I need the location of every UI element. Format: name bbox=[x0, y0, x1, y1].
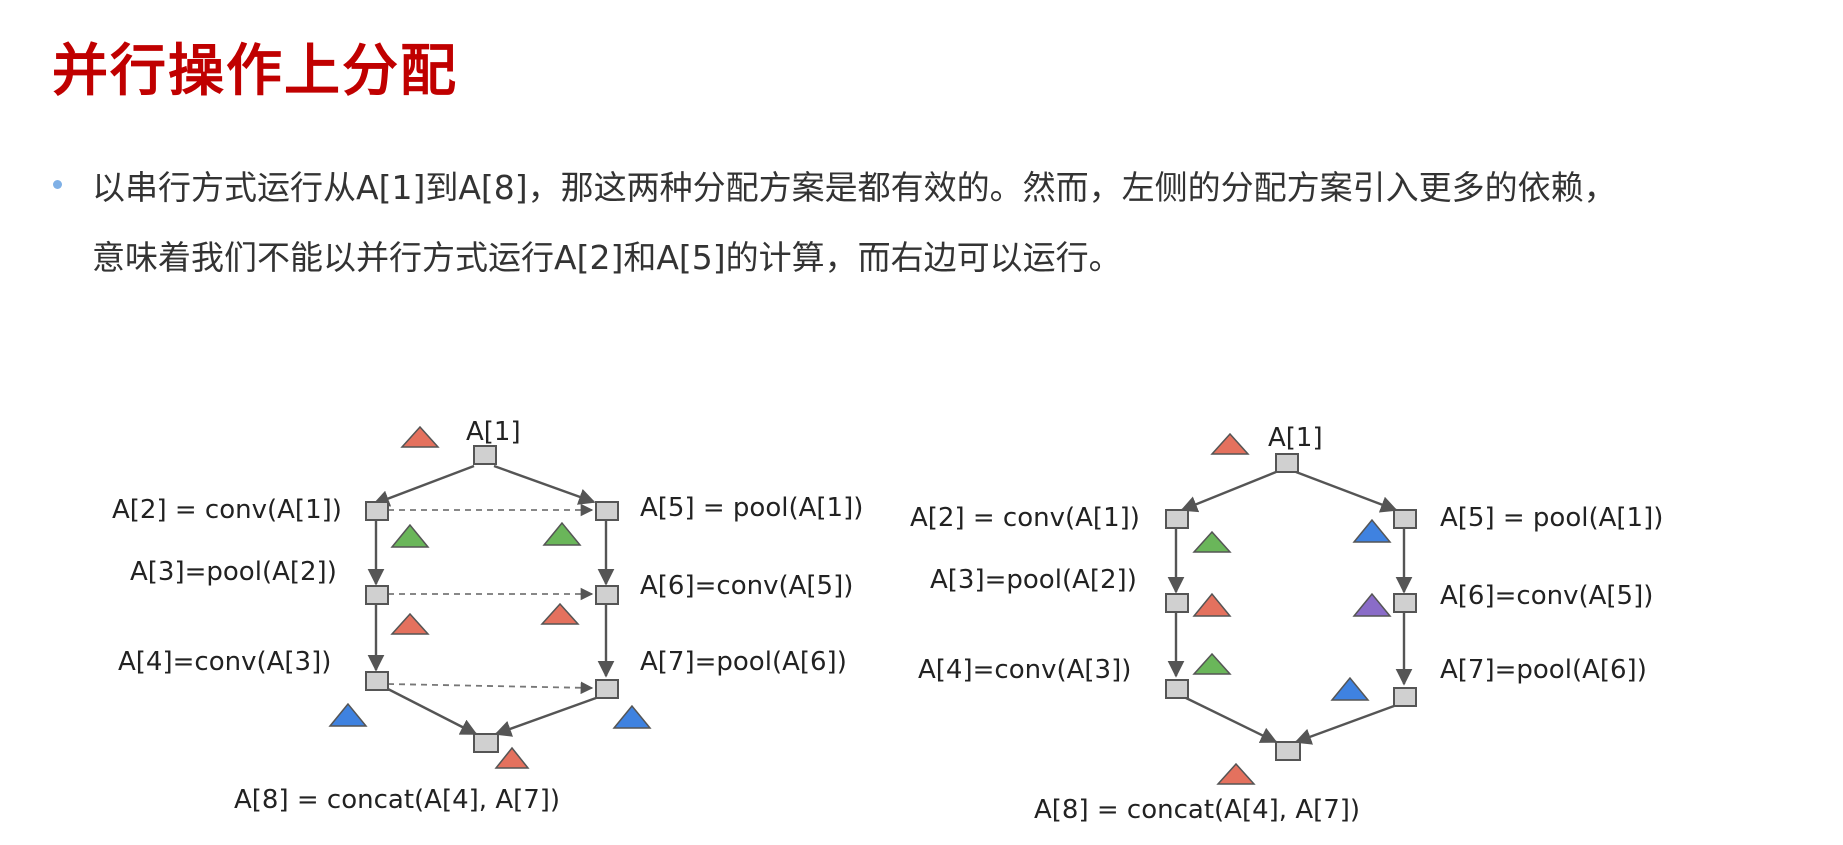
device-triangle-red bbox=[390, 612, 430, 635]
edge-a1-a5 bbox=[1295, 470, 1398, 513]
label-a7: A[7]=pool(A[6]) bbox=[640, 647, 847, 677]
label-a4: A[4]=conv(A[3]) bbox=[918, 655, 1131, 685]
node-a3 bbox=[365, 585, 389, 605]
node-a6 bbox=[595, 585, 619, 605]
label-a2: A[2] = conv(A[1]) bbox=[910, 503, 1140, 533]
edge-a1-a5 bbox=[493, 464, 596, 505]
device-triangle-green bbox=[390, 523, 430, 548]
bullet-text-line-2: 意味着我们不能以并行方式运行A[2]和A[5]的计算，而右边可以运行。 bbox=[92, 238, 1122, 277]
node-a2 bbox=[365, 501, 389, 521]
device-triangle-blue bbox=[328, 702, 368, 727]
device-triangle-red bbox=[400, 425, 440, 448]
edge-a7-a8 bbox=[1294, 704, 1395, 745]
node-a7 bbox=[595, 679, 619, 699]
node-a7 bbox=[1393, 687, 1417, 707]
device-triangle-blue bbox=[1330, 676, 1370, 701]
node-a2 bbox=[1165, 509, 1189, 529]
node-a5 bbox=[1393, 509, 1417, 529]
node-a6 bbox=[1393, 593, 1417, 613]
device-triangle-blue bbox=[1352, 518, 1392, 543]
edge-a1-a2 bbox=[1180, 470, 1277, 513]
label-a2: A[2] = conv(A[1]) bbox=[112, 495, 342, 525]
label-a8: A[8] = concat(A[4], A[7]) bbox=[1034, 795, 1360, 825]
right-edges bbox=[1167, 470, 1413, 745]
node-a5 bbox=[595, 501, 619, 521]
node-a1 bbox=[473, 445, 497, 465]
label-a5: A[5] = pool(A[1]) bbox=[640, 493, 863, 523]
device-triangle-red bbox=[494, 746, 530, 769]
device-triangle-red bbox=[1210, 432, 1250, 455]
edge-a7-a8 bbox=[494, 696, 597, 737]
device-triangle-green bbox=[1192, 530, 1232, 553]
device-triangle-red bbox=[1192, 592, 1232, 617]
edge-a1-a2 bbox=[372, 464, 475, 507]
label-a7: A[7]=pool(A[6]) bbox=[1440, 655, 1647, 685]
edge-a4-a8 bbox=[385, 686, 478, 736]
label-a6: A[6]=conv(A[5]) bbox=[640, 571, 853, 601]
label-a3: A[3]=pool(A[2]) bbox=[930, 565, 1137, 595]
device-triangle-green bbox=[542, 521, 582, 546]
label-a8: A[8] = concat(A[4], A[7]) bbox=[234, 785, 560, 815]
node-a4 bbox=[365, 671, 389, 691]
device-triangle-green bbox=[1192, 652, 1232, 675]
label-a5: A[5] = pool(A[1]) bbox=[1440, 503, 1663, 533]
node-a8 bbox=[473, 733, 499, 753]
device-triangle-blue bbox=[612, 704, 652, 729]
slide-title: 并行操作上分配 bbox=[52, 39, 458, 104]
node-a8 bbox=[1275, 741, 1301, 761]
bullet-dot bbox=[53, 180, 62, 189]
edge-a4-a8 bbox=[1185, 696, 1278, 744]
label-a6: A[6]=conv(A[5]) bbox=[1440, 581, 1653, 611]
label-a3: A[3]=pool(A[2]) bbox=[130, 557, 337, 587]
node-a3 bbox=[1165, 593, 1189, 613]
dependency-a4-a7 bbox=[387, 681, 594, 695]
right-allocation-diagram: A[1] A[2] = conv(A[1]) A[3]=pool(A[2]) A… bbox=[910, 423, 1663, 825]
device-triangle-purple bbox=[1352, 592, 1392, 617]
left-edges bbox=[367, 464, 615, 737]
label-a4: A[4]=conv(A[3]) bbox=[118, 647, 331, 677]
label-a1: A[1] bbox=[466, 417, 521, 447]
label-a1: A[1] bbox=[1268, 423, 1323, 453]
left-allocation-diagram: A[1] A[2] = conv(A[1]) A[3]=pool(A[2]) A… bbox=[112, 417, 863, 815]
bullet-text-line-1: 以串行方式运行从A[1]到A[8]，那这两种分配方案是都有效的。然而，左侧的分配… bbox=[92, 168, 1617, 207]
node-a4 bbox=[1165, 679, 1189, 699]
device-triangle-red bbox=[540, 602, 580, 625]
device-triangle-red bbox=[1216, 762, 1256, 785]
node-a1 bbox=[1275, 453, 1299, 473]
